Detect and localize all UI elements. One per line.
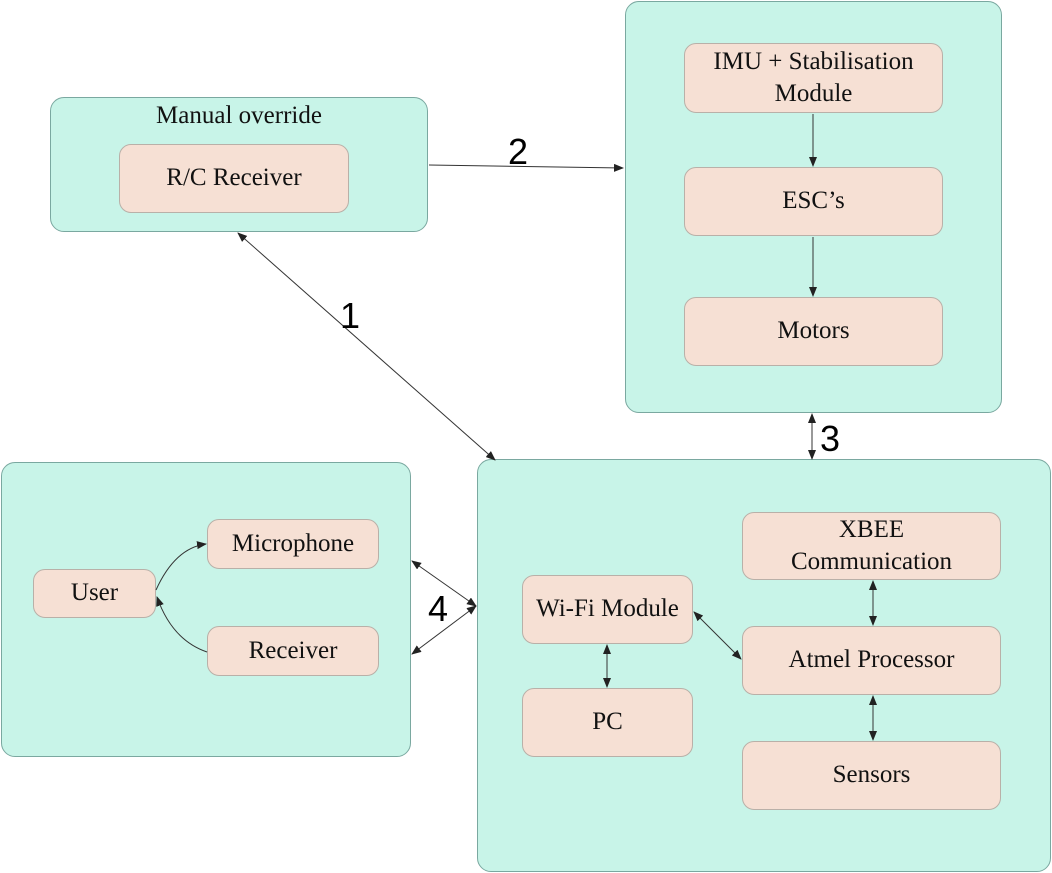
receiver-to-user-arrow xyxy=(156,596,208,653)
link-4-upper-arrow xyxy=(411,560,477,607)
imu-stabilisation-node: IMU + Stabilisation Module xyxy=(684,43,943,113)
link-1-arrow xyxy=(237,232,496,461)
esc-node: ESC’s xyxy=(684,167,943,236)
link-4-label: 4 xyxy=(428,588,449,629)
wifi-atmel-arrow xyxy=(693,611,742,660)
link-2-arrow xyxy=(428,163,624,172)
link-3-label: 3 xyxy=(820,418,841,459)
rc-receiver-node: R/C Receiver xyxy=(119,144,349,213)
link-2-label: 2 xyxy=(508,131,529,172)
microphone-node: Microphone xyxy=(207,519,379,569)
pc-node: PC xyxy=(522,688,693,757)
motors-node: Motors xyxy=(684,297,943,366)
wifi-module-node: Wi-Fi Module xyxy=(522,575,693,644)
xbee-communication-node: XBEE Communication xyxy=(742,512,1001,580)
sensors-node: Sensors xyxy=(742,741,1001,810)
receiver-node: Receiver xyxy=(207,626,379,676)
user-node: User xyxy=(33,569,156,618)
link-4-lower-arrow xyxy=(411,605,477,655)
link-1-label: 1 xyxy=(340,295,361,336)
atmel-processor-node: Atmel Processor xyxy=(742,626,1001,695)
user-to-microphone-arrow xyxy=(155,541,207,591)
manual-override-title: Manual override xyxy=(156,102,322,129)
